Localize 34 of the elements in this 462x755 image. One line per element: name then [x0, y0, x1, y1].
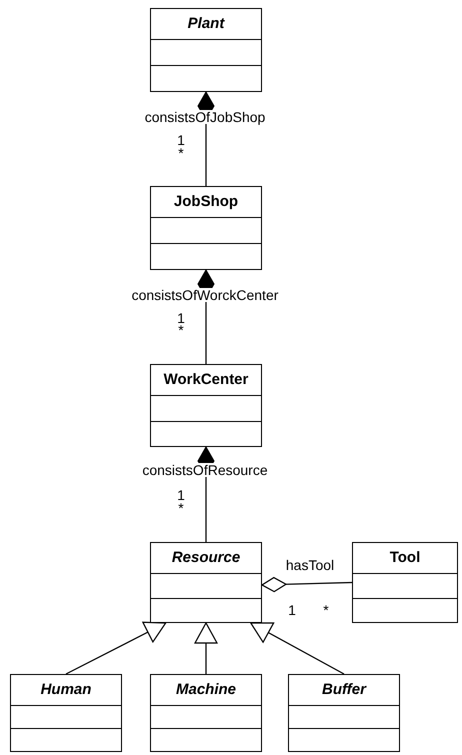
association-line	[261, 577, 352, 592]
multiplicity-label: *	[323, 603, 329, 617]
association-line	[198, 270, 214, 364]
class-name: JobShop	[174, 192, 238, 212]
multiplicity-label: 1	[177, 133, 185, 147]
multiplicity-label: 1	[288, 603, 296, 617]
multiplicity-label: *	[178, 146, 184, 160]
edge-label: consistsOfWorckCenter	[130, 288, 280, 302]
association-line	[198, 446, 214, 542]
multiplicity-label: *	[178, 323, 184, 337]
class-box	[352, 542, 458, 623]
class-box	[150, 186, 262, 270]
class-box	[150, 542, 262, 623]
edge-label: consistsOfJobShop	[144, 110, 266, 124]
generalization-arrow	[66, 622, 166, 675]
edge-label: hasTool	[284, 558, 336, 572]
class-name: Human	[40, 680, 92, 700]
class-name: Tool	[390, 548, 420, 568]
multiplicity-label: 1	[177, 488, 185, 502]
class-box	[150, 364, 262, 447]
class-name: Resource	[172, 548, 240, 568]
edge-label: consistsOfResource	[141, 463, 269, 477]
class-name: Machine	[176, 680, 236, 700]
class-box	[150, 674, 262, 752]
class-box	[150, 8, 262, 92]
generalization-arrow	[250, 622, 344, 675]
multiplicity-label: 1	[177, 311, 185, 325]
class-name: Buffer	[322, 680, 366, 700]
multiplicity-label: *	[178, 501, 184, 515]
class-name: Plant	[188, 14, 224, 34]
class-box	[10, 674, 122, 752]
class-box	[288, 674, 400, 752]
class-name: WorkCenter	[164, 370, 248, 390]
generalization-arrow	[194, 622, 218, 674]
